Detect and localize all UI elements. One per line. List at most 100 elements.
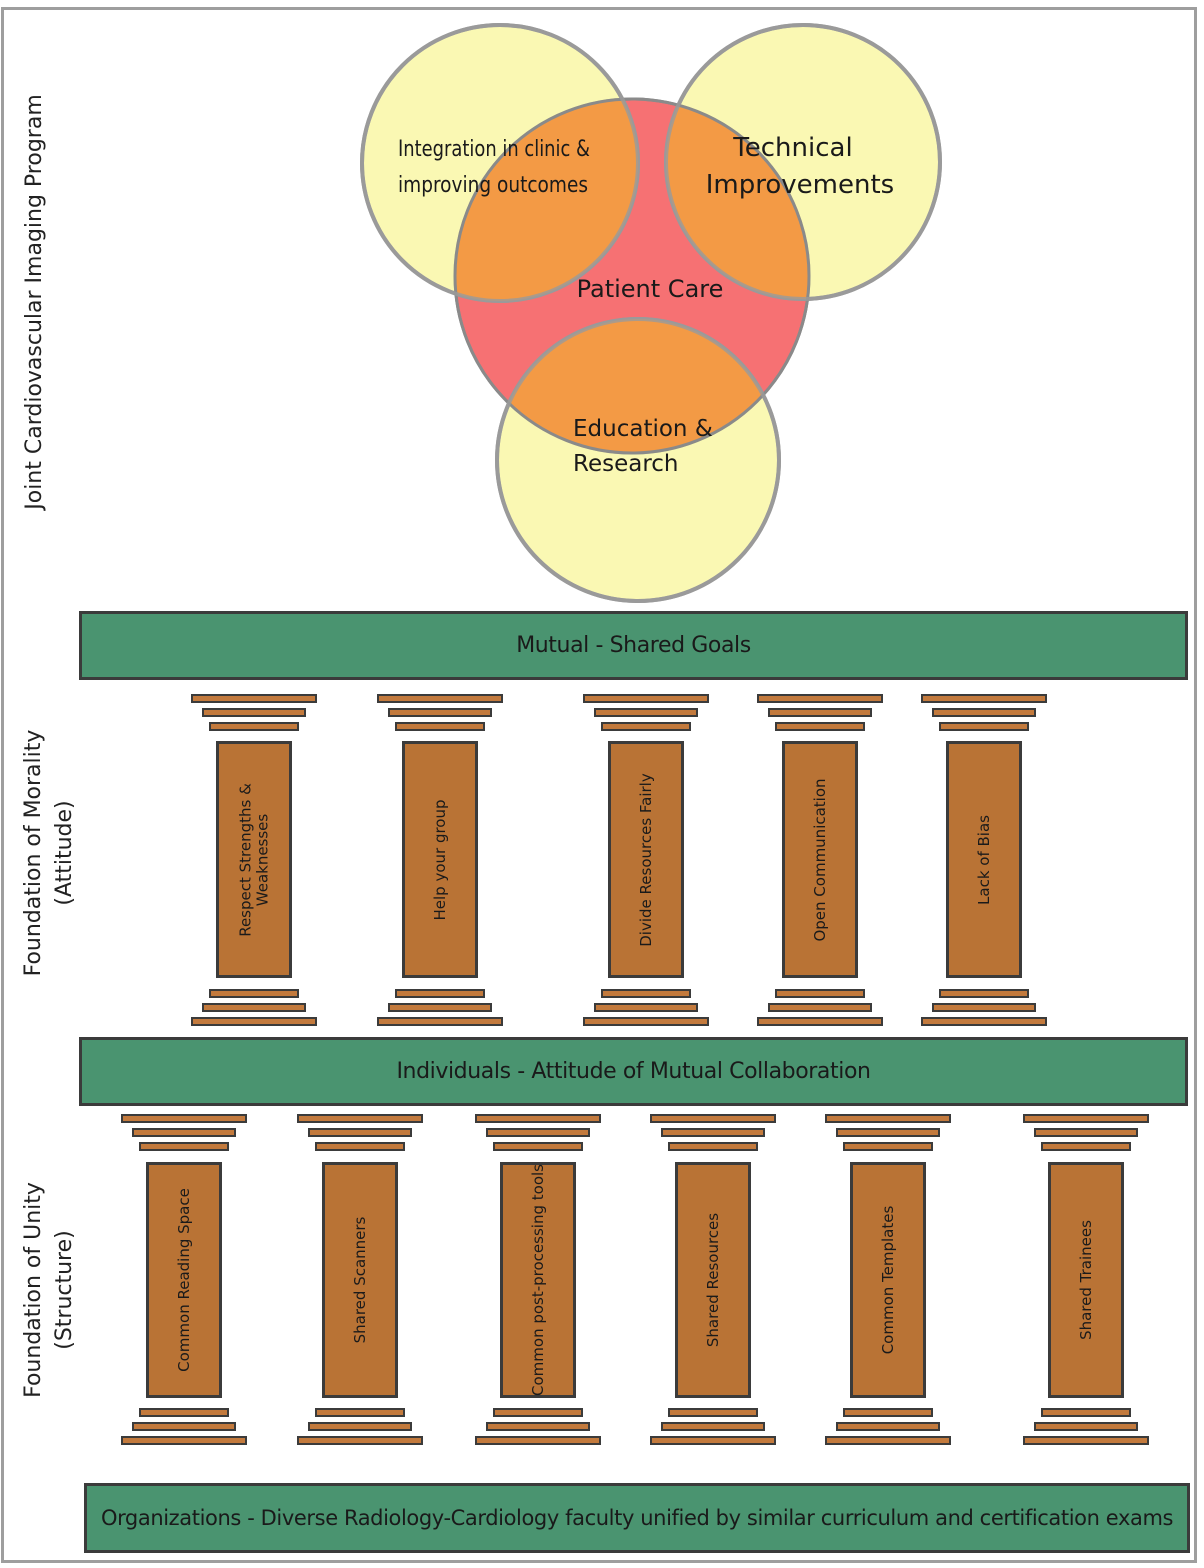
pillar-base-slab	[297, 1436, 423, 1445]
shared-goals-band: Mutual - Shared Goals	[79, 611, 1188, 680]
pillar-base-slab	[836, 1422, 940, 1431]
pillar-capital-slab	[297, 1114, 423, 1123]
integration-label-line2: improving outcomes	[398, 173, 588, 198]
integration-label-line1: Integration in clinic &	[398, 137, 590, 162]
pillar-label: Help your group	[430, 798, 449, 921]
pillar-capital-slab	[594, 708, 698, 717]
pillar-capital-slab	[668, 1142, 758, 1151]
pillar-base-slab	[191, 1017, 317, 1026]
pillar-label: Common Templates	[878, 1205, 897, 1355]
pillar-capital-slab	[132, 1128, 236, 1137]
pillar-base-slab	[388, 1003, 492, 1012]
pillar-label: Common post-processing tools	[528, 1164, 547, 1396]
pillar-base-slab	[1041, 1408, 1131, 1417]
pillar-shaft: Open Communication	[782, 741, 858, 978]
pillar-base-slab	[132, 1422, 236, 1431]
morality-pillar-4: Lack of Bias	[920, 694, 1048, 1027]
pillar-capital-slab	[650, 1114, 776, 1123]
pillar-capital-slab	[775, 722, 865, 731]
patient-care-label: Patient Care	[577, 275, 724, 303]
pillar-base-slab	[139, 1408, 229, 1417]
pillar-label: Open Communication	[810, 777, 829, 942]
pillar-base-slab	[486, 1422, 590, 1431]
pillar-base-slab	[843, 1408, 933, 1417]
unity-pillar-0: Common Reading Space	[120, 1114, 248, 1446]
unity-pillar-5: Shared Trainees	[1022, 1114, 1150, 1446]
pillar-capital-slab	[121, 1114, 247, 1123]
pillar-label: Lack of Bias	[974, 814, 993, 905]
pillar-shaft: Common Reading Space	[146, 1162, 222, 1398]
pillar-base-slab	[475, 1436, 601, 1445]
pillar-shaft: Shared Scanners	[322, 1162, 398, 1398]
pillar-label: Shared Resources	[703, 1212, 722, 1348]
pillar-base-slab	[1034, 1422, 1138, 1431]
unity-pillar-4: Common Templates	[824, 1114, 952, 1446]
pillar-shaft: Shared Resources	[675, 1162, 751, 1398]
pillar-base-slab	[308, 1422, 412, 1431]
morality-side-label: Foundation of Morality (Attitude)	[15, 723, 85, 983]
unity-side-label: Foundation of Unity (Structure)	[15, 1160, 85, 1420]
program-side-label-text: Joint Cardiovascular Imaging Program	[21, 94, 47, 510]
pillar-base-slab	[315, 1408, 405, 1417]
pillar-base-slab	[668, 1408, 758, 1417]
organizations-band: Organizations - Diverse Radiology-Cardio…	[84, 1483, 1190, 1553]
pillar-capital-slab	[209, 722, 299, 731]
pillar-capital-slab	[388, 708, 492, 717]
pillar-capital-slab	[836, 1128, 940, 1137]
pillar-base-slab	[395, 989, 485, 998]
pillar-capital-slab	[932, 708, 1036, 717]
pillar-label: Shared Scanners	[350, 1216, 369, 1344]
pillar-base-slab	[121, 1436, 247, 1445]
pillar-base-slab	[493, 1408, 583, 1417]
pillar-shaft: Help your group	[402, 741, 478, 978]
pillar-capital-slab	[139, 1142, 229, 1151]
pillar-base-slab	[825, 1436, 951, 1445]
morality-side-label-sub: (Attitude)	[52, 800, 77, 906]
pillar-shaft: Lack of Bias	[946, 741, 1022, 978]
pillar-capital-slab	[921, 694, 1047, 703]
pillar-base-slab	[650, 1436, 776, 1445]
unity-pillar-2: Common post-processing tools	[474, 1114, 602, 1446]
pillar-shaft: Shared Trainees	[1048, 1162, 1124, 1398]
pillar-label: Respect Strengths & Weaknesses	[236, 782, 272, 937]
education-label-line1: Education &	[573, 416, 713, 442]
pillar-label: Shared Trainees	[1076, 1220, 1095, 1340]
pillar-base-slab	[932, 1003, 1036, 1012]
pillar-shaft: Common post-processing tools	[500, 1162, 576, 1398]
venn-diagram: Integration in clinic & improving outcom…	[360, 23, 942, 603]
pillar-base-slab	[661, 1422, 765, 1431]
pillar-base-slab	[1023, 1436, 1149, 1445]
pillar-capital-slab	[661, 1128, 765, 1137]
pillar-capital-slab	[475, 1114, 601, 1123]
pillar-capital-slab	[843, 1142, 933, 1151]
pillar-base-slab	[775, 989, 865, 998]
pillar-capital-slab	[1041, 1142, 1131, 1151]
pillar-base-slab	[594, 1003, 698, 1012]
pillar-capital-slab	[1023, 1114, 1149, 1123]
unity-side-label-sub: (Structure)	[52, 1230, 77, 1350]
technical-label-line1: Technical	[732, 133, 852, 163]
pillar-base-slab	[921, 1017, 1047, 1026]
pillar-shaft: Respect Strengths & Weaknesses	[216, 741, 292, 978]
unity-side-label-title: Foundation of Unity	[21, 1182, 47, 1398]
pillar-capital-slab	[202, 708, 306, 717]
education-label-line2: Research	[573, 451, 679, 477]
pillar-shaft: Common Templates	[850, 1162, 926, 1398]
pillar-label: Common Reading Space	[174, 1188, 193, 1372]
pillar-shaft: Divide Resources Fairly	[608, 741, 684, 978]
morality-side-label-title: Foundation of Morality	[21, 729, 47, 977]
pillar-capital-slab	[191, 694, 317, 703]
pillar-base-slab	[939, 989, 1029, 998]
pillar-capital-slab	[308, 1128, 412, 1137]
pillar-base-slab	[377, 1017, 503, 1026]
pillar-capital-slab	[825, 1114, 951, 1123]
morality-pillar-2: Divide Resources Fairly	[582, 694, 710, 1027]
pillar-capital-slab	[757, 694, 883, 703]
pillar-base-slab	[757, 1017, 883, 1026]
diagram-frame	[1, 7, 1197, 1563]
pillar-capital-slab	[1034, 1128, 1138, 1137]
pillar-base-slab	[202, 1003, 306, 1012]
program-side-label: Joint Cardiovascular Imaging Program	[15, 92, 55, 512]
pillar-capital-slab	[601, 722, 691, 731]
pillar-capital-slab	[395, 722, 485, 731]
